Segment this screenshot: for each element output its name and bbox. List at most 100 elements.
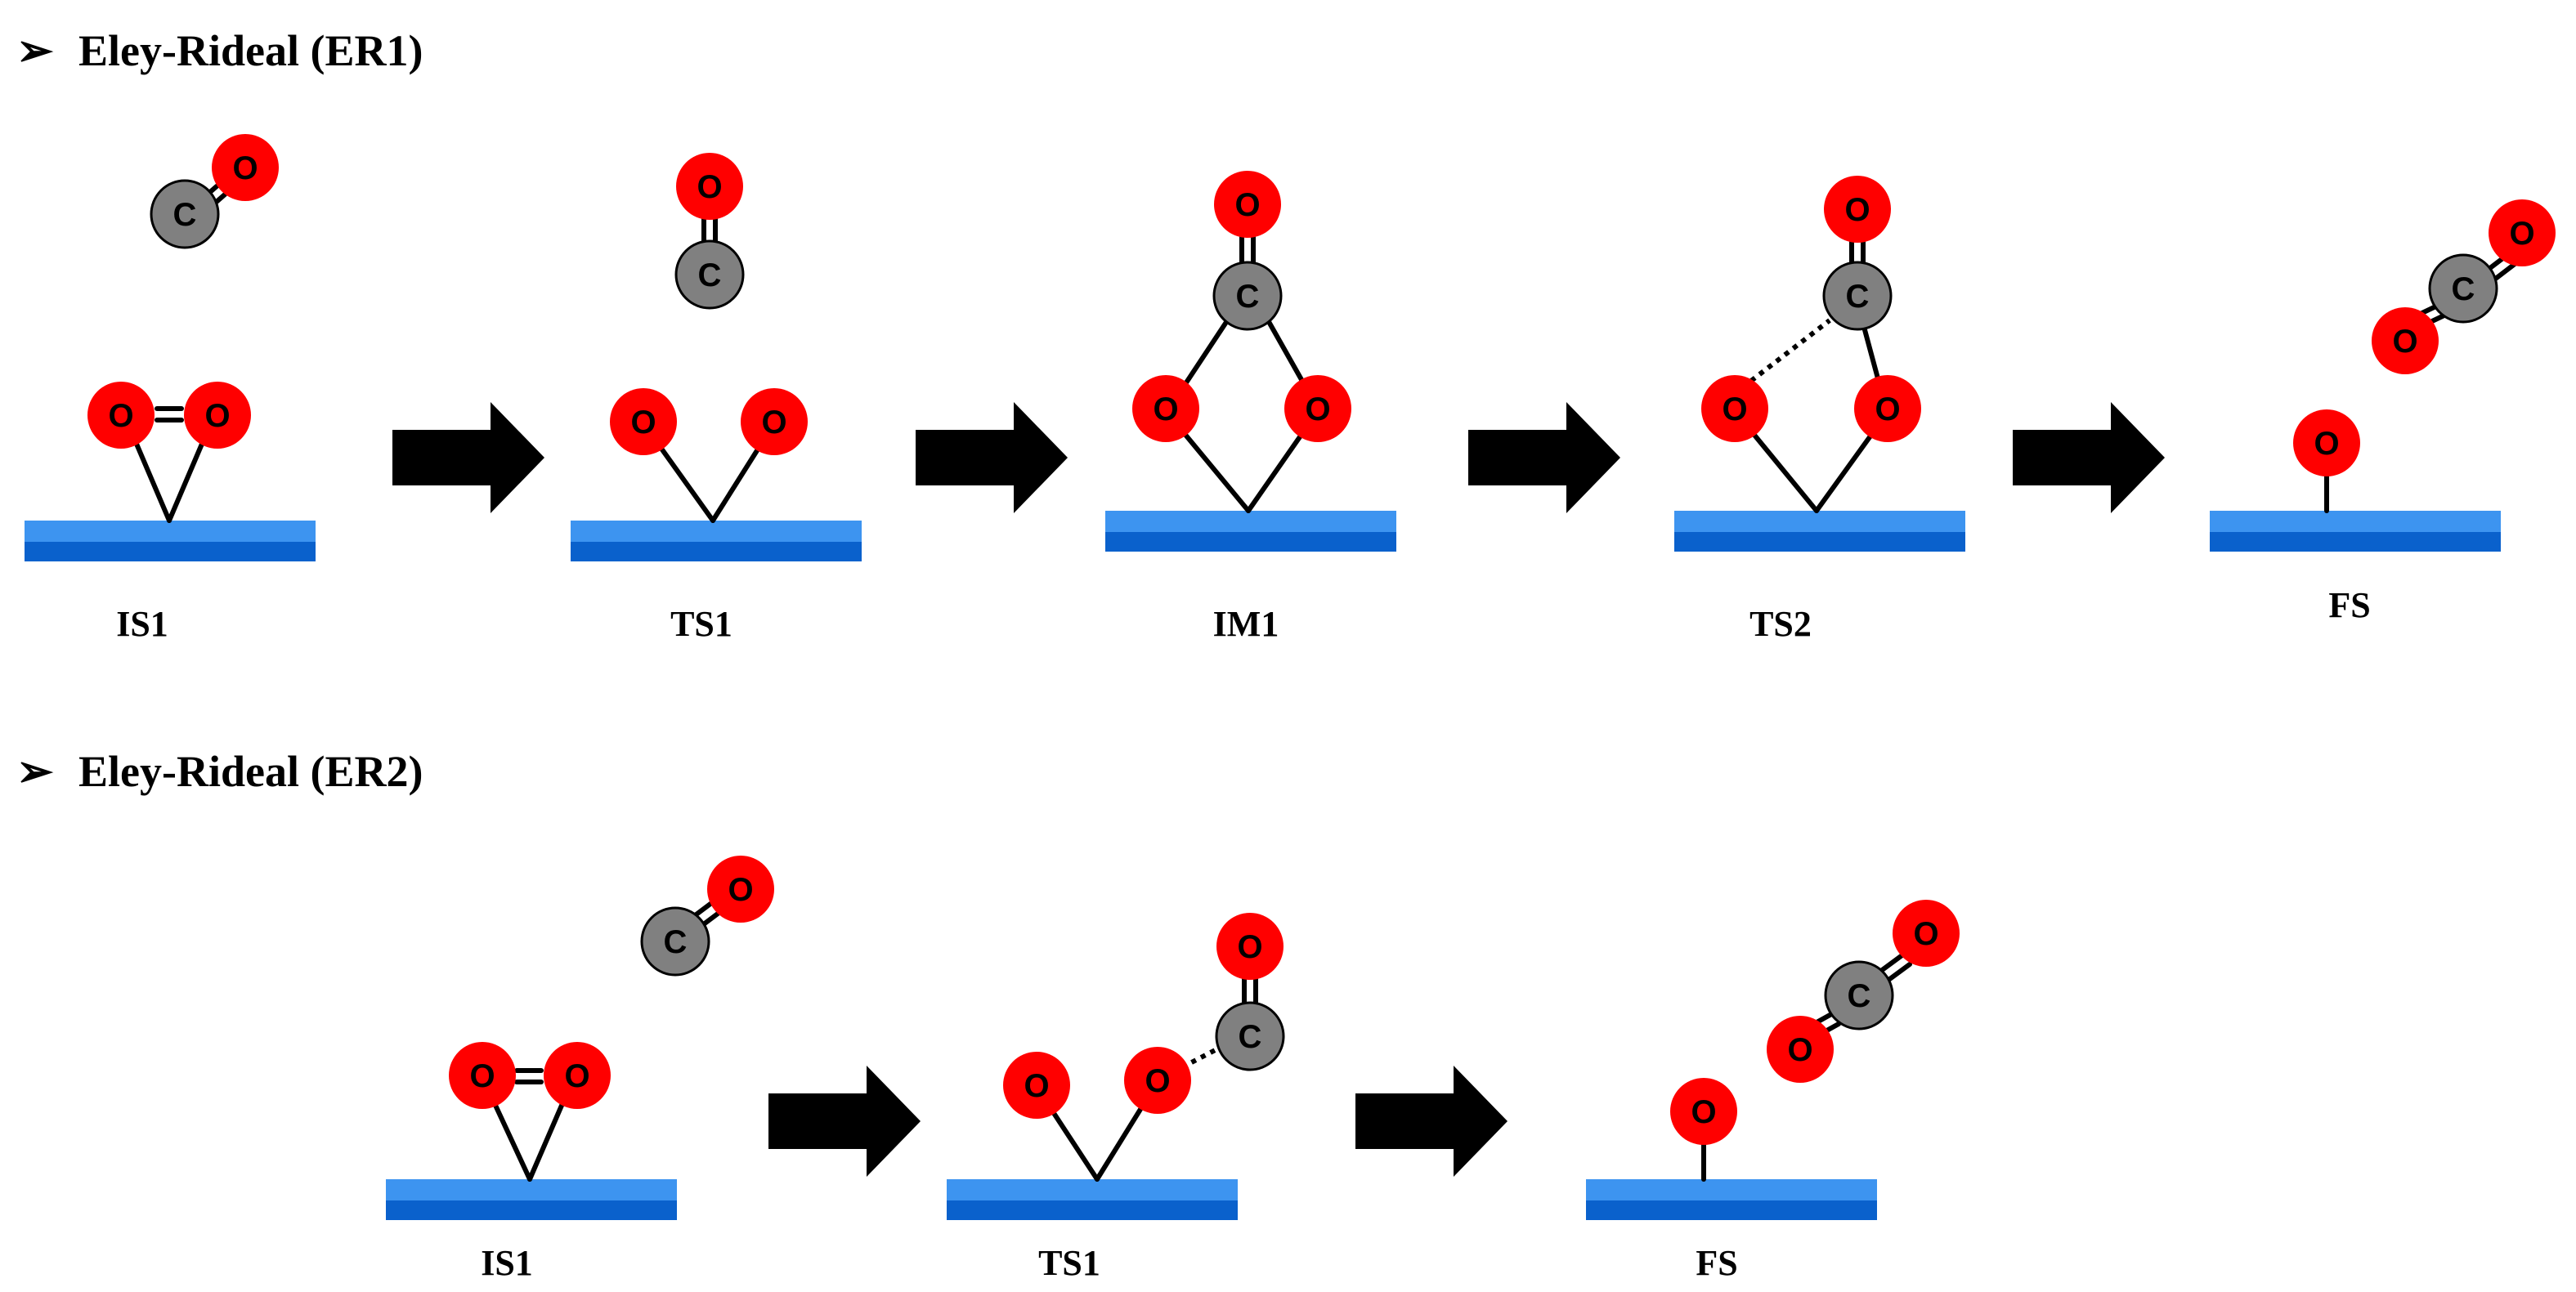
oxygen-label: O <box>761 405 786 440</box>
state-label-fs: FS <box>1696 1243 1737 1283</box>
block-arrow-shape <box>1355 1066 1508 1177</box>
oxygen-atom: O <box>610 388 677 455</box>
carbon-label: C <box>664 924 688 960</box>
dotted-bond-line <box>1749 318 1831 383</box>
oxygen-circle <box>2372 307 2439 374</box>
step-arrow-icon <box>392 402 544 513</box>
oxygen-circle <box>1284 375 1351 442</box>
section-title-er2: Eley-Rideal (ER2) <box>78 747 423 796</box>
oxygen-label: O <box>2392 324 2417 360</box>
oxygen-label: O <box>1913 916 1938 952</box>
oxygen-label: O <box>108 398 133 434</box>
carbon-atom: C <box>1215 1001 1285 1071</box>
block-arrow-shape <box>768 1066 921 1177</box>
dotted-bond-line <box>1180 1044 1225 1070</box>
oxygen-circle <box>544 1042 611 1109</box>
carbon-circle <box>1822 261 1893 331</box>
step-arrow-icon <box>1355 1066 1508 1177</box>
oxygen-label: O <box>1024 1068 1049 1104</box>
oxygen-label: O <box>1234 187 1260 223</box>
state-label-ts1: TS1 <box>670 604 732 644</box>
block-arrow-shape <box>392 402 544 513</box>
oxygen-circle <box>87 382 155 449</box>
oxygen-label: O <box>469 1058 495 1094</box>
oxygen-label: O <box>1844 192 1870 228</box>
oxygen-circle <box>707 856 774 923</box>
oxygen-atom: O <box>184 382 251 449</box>
carbon-circle <box>1824 960 1894 1030</box>
er1-state-is1: O O C O IS1 <box>25 134 316 644</box>
oxygen-label: O <box>232 150 258 186</box>
er2-state-fs: O O C O FS <box>1586 900 1960 1283</box>
surface-slab <box>947 1179 1238 1220</box>
oxygen-atom: O <box>1132 375 1199 442</box>
oxygen-label: O <box>1145 1063 1170 1099</box>
oxygen-circle <box>449 1042 516 1109</box>
oxygen-circle <box>1132 375 1199 442</box>
bond-line <box>1861 324 1880 381</box>
bullet-icon: ➢ <box>16 26 54 75</box>
carbon-label: C <box>1848 978 1871 1014</box>
surface-slab <box>1674 511 1965 552</box>
oxygen-label: O <box>1153 391 1178 427</box>
surface-slab <box>25 521 316 561</box>
oxygen-circle <box>1893 900 1960 967</box>
er2-state-ts1: O O O C TS1 <box>947 913 1285 1283</box>
oxygen-circle <box>1214 171 1281 238</box>
oxygen-circle <box>676 153 743 220</box>
oxygen-label: O <box>697 169 722 205</box>
oxygen-label: O <box>564 1058 589 1094</box>
state-label-fs: FS <box>2328 585 2370 625</box>
oxygen-atom: O <box>212 134 279 201</box>
oxygen-atom: O <box>544 1042 611 1109</box>
er1-state-fs: O O C O FS <box>2210 199 2556 625</box>
oxygen-atom: O <box>1670 1078 1737 1145</box>
oxygen-label: O <box>728 872 753 908</box>
section-title-er1: Eley-Rideal (ER1) <box>78 26 423 75</box>
oxygen-label: O <box>1237 929 1262 965</box>
oxygen-label: O <box>1787 1032 1812 1068</box>
oxygen-atom: O <box>87 382 155 449</box>
oxygen-circle <box>1216 913 1284 980</box>
surface-slab <box>2210 511 2501 552</box>
state-label-is1: IS1 <box>116 604 168 644</box>
oxygen-circle <box>1124 1047 1191 1114</box>
oxygen-circle <box>212 134 279 201</box>
carbon-atom: C <box>2428 253 2498 324</box>
carbon-circle <box>674 239 745 310</box>
oxygen-label: O <box>1305 391 1330 427</box>
surface-slab <box>386 1179 677 1220</box>
oxygen-atom: O <box>1854 375 1921 442</box>
er1-state-ts1: O O O C TS1 <box>571 153 862 644</box>
oxygen-circle <box>184 382 251 449</box>
oxygen-circle <box>741 388 808 455</box>
oxygen-label: O <box>1722 391 1747 427</box>
state-label-ts2: TS2 <box>1749 604 1812 644</box>
er1-state-im1: O O O C IM1 <box>1105 171 1396 644</box>
er2-state-is1: O O C O IS1 <box>386 856 774 1283</box>
oxygen-atom: O <box>1893 900 1960 967</box>
carbon-label: C <box>1846 279 1870 315</box>
carbon-atom: C <box>1824 960 1894 1030</box>
oxygen-atom: O <box>1824 176 1891 243</box>
oxygen-atom: O <box>449 1042 516 1109</box>
oxygen-atom: O <box>2293 409 2360 476</box>
oxygen-atom: O <box>1214 171 1281 238</box>
oxygen-circle <box>1670 1078 1737 1145</box>
carbon-circle <box>1212 261 1283 331</box>
carbon-label: C <box>698 257 722 293</box>
block-arrow-shape <box>2013 402 2165 513</box>
oxygen-atom: O <box>676 153 743 220</box>
oxygen-atom: O <box>1767 1016 1834 1083</box>
oxygen-circle <box>610 388 677 455</box>
oxygen-atom: O <box>2489 199 2556 266</box>
surface-slab <box>1105 511 1396 552</box>
state-label-ts1: TS1 <box>1038 1243 1100 1283</box>
carbon-atom: C <box>150 179 220 249</box>
carbon-label: C <box>2452 271 2475 307</box>
oxygen-atom: O <box>707 856 774 923</box>
oxygen-label: O <box>1875 391 1900 427</box>
carbon-atom: C <box>1822 261 1893 331</box>
oxygen-label: O <box>2314 426 2339 462</box>
